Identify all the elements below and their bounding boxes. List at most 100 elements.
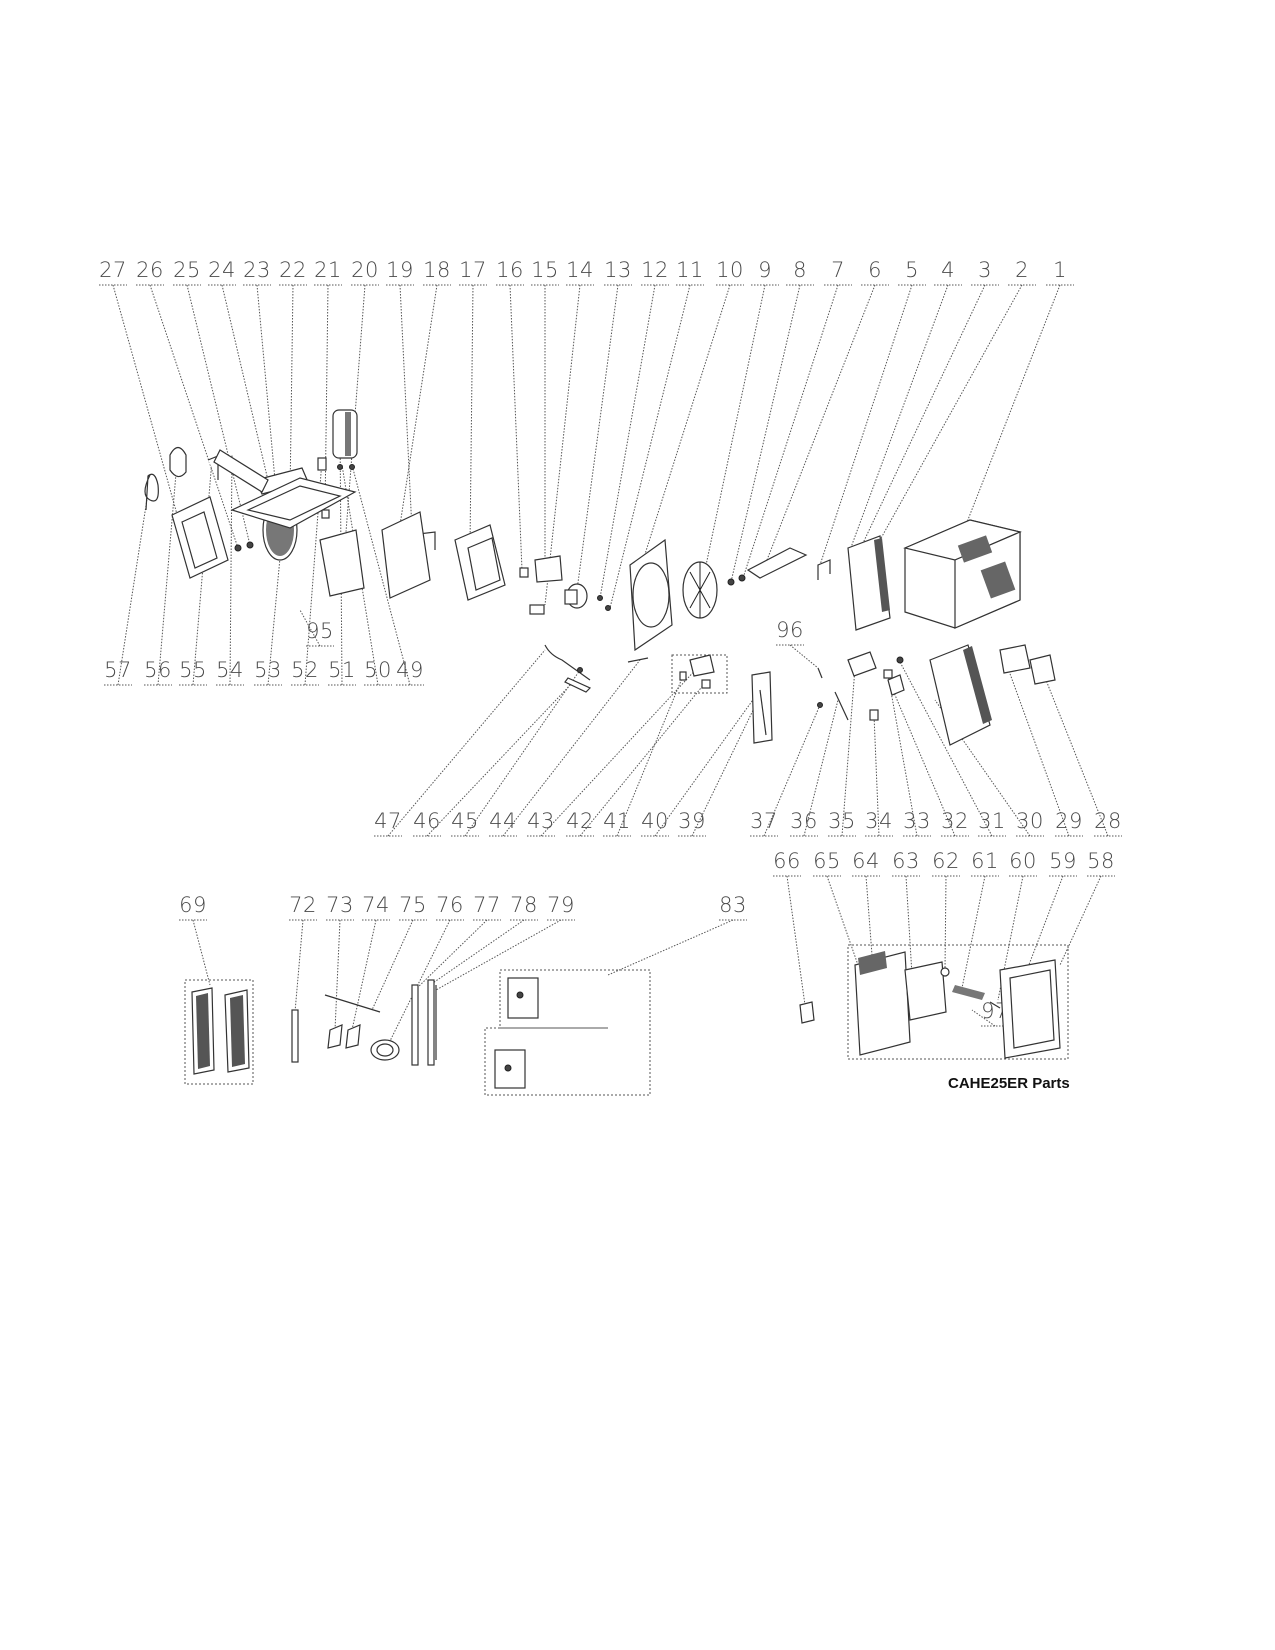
part-3-condenser-coil xyxy=(847,535,891,631)
callout-35: 35 xyxy=(828,809,856,833)
part-35-bracket xyxy=(847,651,877,677)
part-27-panel xyxy=(171,496,229,579)
leader-9 xyxy=(704,284,779,571)
part-77-seal-strip xyxy=(411,984,419,1066)
part-26-screw xyxy=(234,544,242,552)
leader-18 xyxy=(399,284,451,526)
part-73-bracket xyxy=(327,1024,343,1049)
part-12-nut xyxy=(597,595,603,601)
callout-74: 74 xyxy=(362,893,390,917)
leader-56 xyxy=(144,449,179,686)
part-9-fan-blade xyxy=(682,561,718,619)
leader-24 xyxy=(208,284,276,511)
part-21-clip xyxy=(321,509,330,519)
part-10-condenser-shroud xyxy=(629,538,673,652)
part-50-grommet xyxy=(337,464,343,470)
leader-4 xyxy=(849,284,962,551)
part-39-wire xyxy=(759,689,767,736)
leader-66 xyxy=(773,875,806,1006)
leader-74 xyxy=(351,919,390,1031)
part-25-screw xyxy=(246,541,254,549)
callout-42: 42 xyxy=(566,809,594,833)
callout-40: 40 xyxy=(641,809,669,833)
leader-63 xyxy=(892,875,920,976)
leader-61 xyxy=(961,875,999,989)
leader-28 xyxy=(1039,664,1122,837)
callout-18: 18 xyxy=(423,258,451,282)
part-75-rail xyxy=(324,994,381,1013)
callout-50: 50 xyxy=(364,658,392,682)
leader-25 xyxy=(173,284,251,546)
leader-6 xyxy=(764,284,889,566)
part-62-knob xyxy=(940,967,950,977)
part-30-evaporator-coil xyxy=(929,644,992,746)
callout-56: 56 xyxy=(144,658,172,682)
leader-8 xyxy=(730,284,814,583)
part-74-bracket xyxy=(345,1024,361,1049)
callout-43: 43 xyxy=(527,809,555,833)
callout-37: 37 xyxy=(750,809,778,833)
leader-32 xyxy=(891,687,969,837)
leader-29 xyxy=(1004,659,1083,837)
part-15-box xyxy=(534,555,563,583)
part-96-screw xyxy=(817,667,823,679)
leader-49 xyxy=(351,464,424,686)
callout-2: 2 xyxy=(1015,258,1029,282)
leader-62 xyxy=(932,875,960,971)
callout-79: 79 xyxy=(547,893,575,917)
callout-45: 45 xyxy=(451,809,479,833)
callout-21: 21 xyxy=(314,258,342,282)
leader-lines xyxy=(99,284,1122,1046)
leader-2 xyxy=(879,284,1036,541)
leader-39 xyxy=(678,699,759,837)
part-41-knob xyxy=(679,671,687,681)
callout-11: 11 xyxy=(676,258,704,282)
leader-43 xyxy=(527,664,701,837)
leader-7 xyxy=(743,284,852,576)
callout-36: 36 xyxy=(790,809,818,833)
leader-95 xyxy=(299,609,334,647)
callout-26: 26 xyxy=(136,258,164,282)
leader-75 xyxy=(371,919,427,1011)
callout-53: 53 xyxy=(254,658,282,682)
callout-77: 77 xyxy=(473,893,501,917)
leader-73 xyxy=(326,919,354,1031)
callout-19: 19 xyxy=(386,258,414,282)
callout-24: 24 xyxy=(208,258,236,282)
leader-17 xyxy=(459,284,487,546)
part-29-bracket xyxy=(999,644,1031,674)
part-5-tube xyxy=(817,559,831,580)
leader-97 xyxy=(971,1009,1009,1027)
leader-76 xyxy=(387,919,464,1046)
leader-44 xyxy=(489,659,641,837)
callout-69: 69 xyxy=(179,893,207,917)
callout-46: 46 xyxy=(413,809,441,833)
part-33-cap xyxy=(883,669,893,679)
leader-40 xyxy=(641,689,761,837)
leader-51 xyxy=(328,429,356,686)
leader-35 xyxy=(828,667,856,837)
part-6-base-bracket xyxy=(746,547,808,579)
leader-77 xyxy=(414,919,501,991)
part-20-scroll-housing xyxy=(319,529,365,597)
part-17-inner xyxy=(467,537,501,591)
leader-22 xyxy=(279,284,307,496)
part-1-cabinet xyxy=(903,519,1022,629)
part-72-strip xyxy=(291,1009,299,1063)
part-13-motor xyxy=(564,583,588,609)
leader-46 xyxy=(413,679,576,837)
part-28-plate xyxy=(1029,654,1056,685)
callout-4: 4 xyxy=(941,258,955,282)
leader-45 xyxy=(451,669,581,837)
callout-65: 65 xyxy=(813,849,841,873)
leader-57 xyxy=(104,479,151,686)
callout-14: 14 xyxy=(566,258,594,282)
leader-26 xyxy=(136,284,239,549)
callout-78: 78 xyxy=(510,893,538,917)
leader-65 xyxy=(813,875,859,966)
callout-3: 3 xyxy=(978,258,992,282)
leader-96 xyxy=(776,644,819,669)
leader-54 xyxy=(216,454,244,686)
leader-16 xyxy=(496,284,524,571)
leader-41 xyxy=(603,675,684,837)
